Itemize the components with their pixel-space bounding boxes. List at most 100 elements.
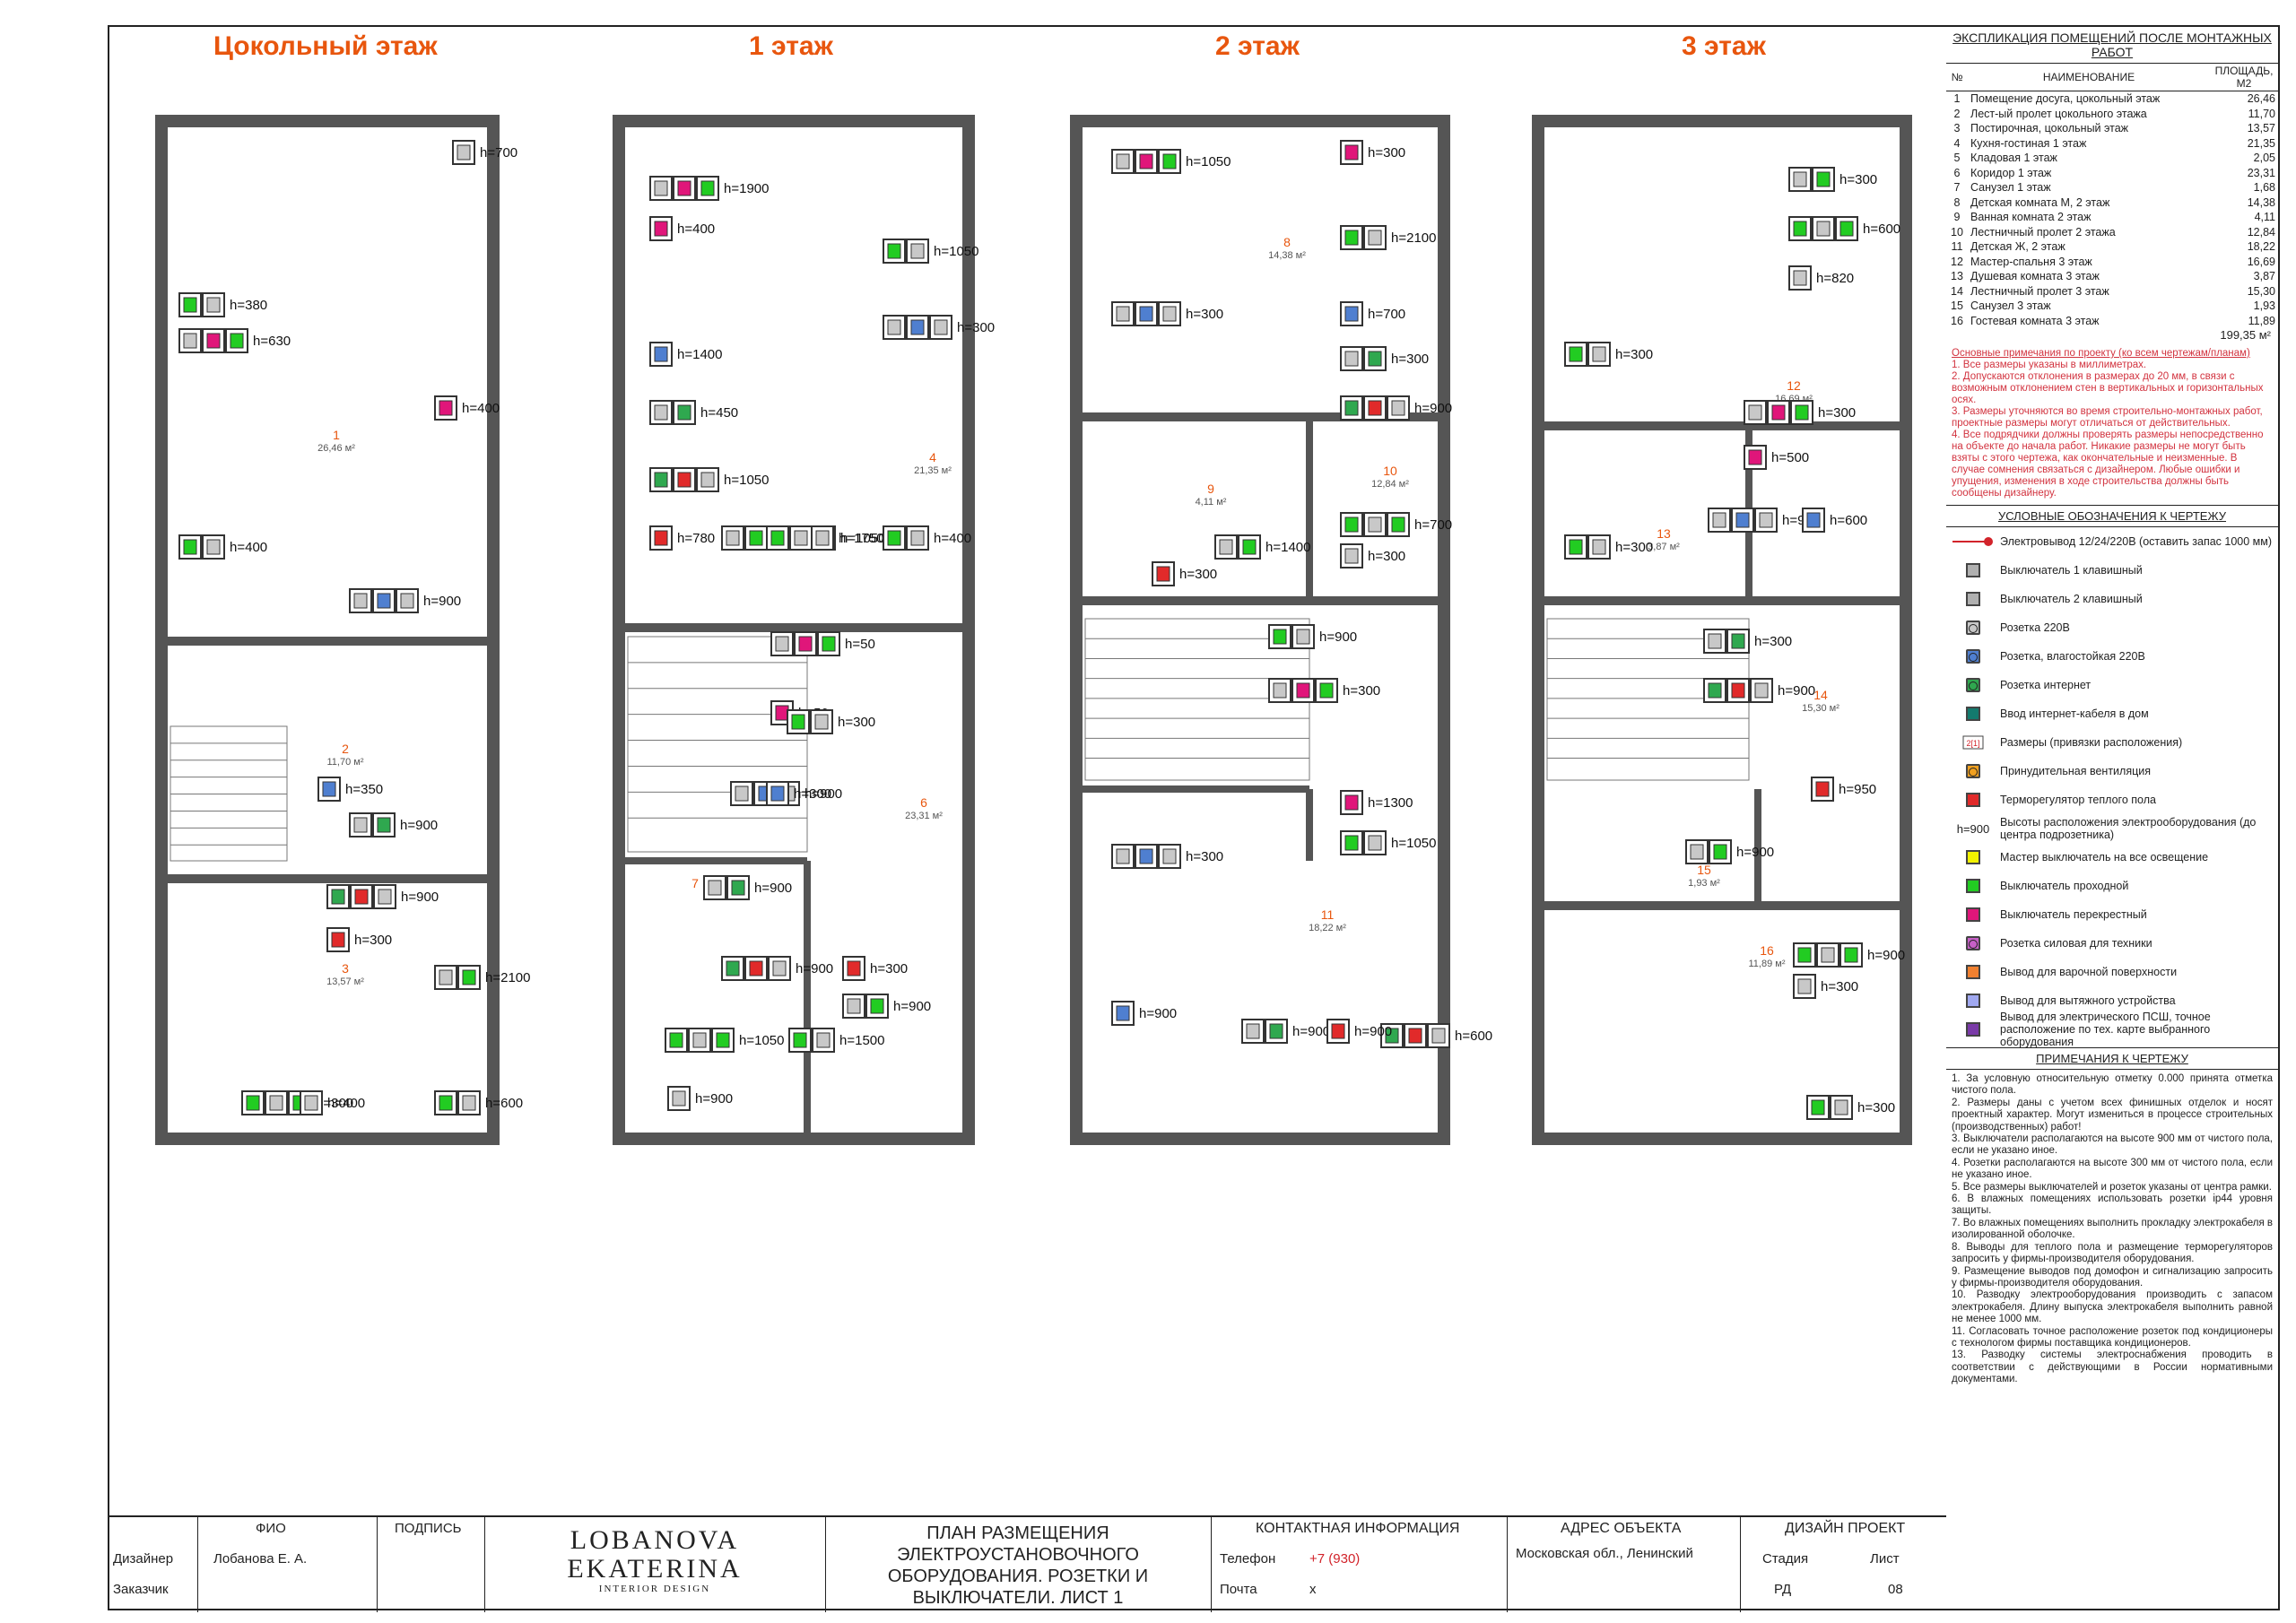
device-block: h=900 — [1708, 508, 1820, 533]
room-area: 18,22 — [2247, 240, 2275, 253]
room-area-label: 13,57 м² — [326, 976, 364, 987]
room-area: 23,31 — [2247, 166, 2275, 179]
device-block: h=1500 — [788, 1028, 884, 1053]
device-block: h=900 — [842, 994, 931, 1019]
device-block: h=700 — [1340, 512, 1452, 537]
device-block: h=2100 — [1340, 225, 1436, 250]
device-block: h=1400 — [1214, 534, 1310, 560]
room-area-label: 4,11 м² — [1196, 497, 1227, 508]
company-logo: LOBANOVA EKATERINA INTERIOR DESIGN — [493, 1526, 816, 1595]
room-number-label: 12 — [1787, 378, 1801, 393]
legend-item: 2[1] Размеры (привязки расположения) — [1946, 728, 2278, 757]
room-number-label: 1 — [333, 428, 340, 442]
device-block: h=300 — [1152, 561, 1217, 586]
height-label: h=300 — [1391, 352, 1429, 367]
legend-label: Выключатель проходной — [2000, 880, 2129, 892]
room-number: 9 — [1953, 211, 1961, 223]
legend-symbol-icon — [1946, 793, 2000, 807]
device-block: h=900 — [1685, 839, 1774, 864]
device-block: h=900 — [1111, 1001, 1177, 1026]
drawing-note-item: 10. Разводку электрооборудования произво… — [1952, 1289, 2273, 1325]
room-area-label: 14,38 м² — [1268, 250, 1306, 261]
legend-label: Вывод для варочной поверхности — [2000, 966, 2178, 978]
room-number: 11 — [1951, 240, 1963, 253]
height-label: h=600 — [1830, 513, 1867, 528]
room-name: Мастер-спальня 3 этаж — [1970, 255, 2092, 268]
legend-symbol-icon — [1946, 592, 2000, 606]
title-block: ФИО ПОДПИСЬ Дизайнер Лобанова Е. А. Зака… — [108, 1515, 1946, 1612]
height-label: h=350 — [345, 782, 383, 797]
height-label: h=300 — [1754, 634, 1792, 649]
drawing-note-item: 7. Во влажных помещениях выполнить прокл… — [1952, 1217, 2273, 1241]
legend-label: Вывод для электрического ПСШ, точное рас… — [2000, 1011, 2211, 1048]
legend-label: Розетка силовая для техники — [2000, 937, 2152, 950]
height-label: h=300 — [1186, 849, 1223, 864]
legend-label: Розетка 220В — [2000, 621, 2070, 634]
room-area: 14,38 — [2247, 195, 2275, 209]
device-block: h=700 — [1340, 301, 1405, 326]
room-area-label: 18,22 м² — [1309, 923, 1346, 933]
legend-label: Вывод для вытяжного устройства — [2000, 994, 2176, 1007]
height-label: h=380 — [230, 298, 267, 313]
height-label: h=700 — [480, 145, 517, 161]
second-floor-plan — [1070, 115, 1450, 1145]
device-block: h=400 — [434, 395, 500, 421]
fio-header: ФИО — [256, 1521, 286, 1536]
drawing-notes: 1. За условную относительную отметку 0.0… — [1946, 1070, 2278, 1390]
height-label: h=300 — [1615, 540, 1653, 555]
legend-label: Выключатель 2 клавишный — [2000, 593, 2143, 605]
room-name: Ванная комната 2 этаж — [1970, 211, 2092, 223]
room-number-label: 8 — [1283, 235, 1291, 249]
height-label: h=300 — [1839, 172, 1877, 187]
height-label: h=900 — [1139, 1006, 1177, 1021]
height-label: h=300 — [1179, 567, 1217, 582]
legend-label: Розетка, влагостойкая 220В — [2000, 650, 2145, 663]
drawing-note-item: 2. Размеры даны с учетом всех финишных о… — [1952, 1097, 2273, 1133]
device-block: h=1050 — [665, 1028, 784, 1053]
legend: Электровывод 12/24/220В (оставить запас … — [1946, 527, 2278, 1048]
address-value: Московская обл., Ленинский — [1516, 1546, 1693, 1561]
room-number-label: 7 — [691, 876, 699, 890]
legend-label: Размеры (привязки расположения) — [2000, 736, 2183, 749]
room-number-label: 15 — [1697, 863, 1711, 877]
room-name: Постирочная, цокольный этаж — [1970, 122, 2129, 135]
room-number: 8 — [1953, 195, 1961, 209]
legend-symbol-icon — [1946, 536, 2000, 547]
project-header: ДИЗАЙН ПРОЕКТ — [1785, 1521, 1906, 1536]
explication-header-name: НАИМЕНОВАНИЕ — [1968, 64, 2210, 91]
height-label: h=300 — [354, 933, 392, 948]
device-block: h=300 — [1806, 1095, 1895, 1120]
logo-line2: EKATERINA — [567, 1554, 743, 1584]
device-block: h=900 — [1340, 395, 1452, 421]
height-label: h=300 — [1343, 683, 1380, 699]
drawing-note-item: 9. Размещение выводов под домофон и сигн… — [1952, 1265, 2273, 1289]
legend-title: УСЛОВНЫЕ ОБОЗНАЧЕНИЯ К ЧЕРТЕЖУ — [1946, 505, 2278, 527]
room-number-label: 4 — [929, 450, 936, 464]
room-area: 11,70 — [2248, 107, 2275, 120]
height-label: h=820 — [1816, 271, 1854, 286]
device-block: h=1400 — [649, 342, 722, 367]
room-number: 15 — [1951, 299, 1963, 312]
room-area-label: 26,46 м² — [317, 443, 355, 454]
room-area-label: 12,84 м² — [1371, 479, 1409, 490]
height-label: h=900 — [754, 881, 792, 896]
floor-title-second: 2 этаж — [1215, 31, 1300, 61]
legend-item: Вывод для электрического ПСШ, точное рас… — [1946, 1011, 2278, 1048]
sheet-label: Лист — [1870, 1551, 1900, 1567]
floor-title-basement: Цокольный этаж — [213, 31, 438, 61]
legend-symbol-icon — [1946, 621, 2000, 635]
height-label: h=300 — [870, 961, 908, 976]
device-block: h=300 — [1340, 543, 1405, 568]
height-label: h=700 — [1368, 307, 1405, 322]
device-block: h=50 — [770, 631, 875, 656]
svg-text:2[1]: 2[1] — [1966, 739, 1979, 748]
room-number: 13 — [1951, 270, 1963, 282]
